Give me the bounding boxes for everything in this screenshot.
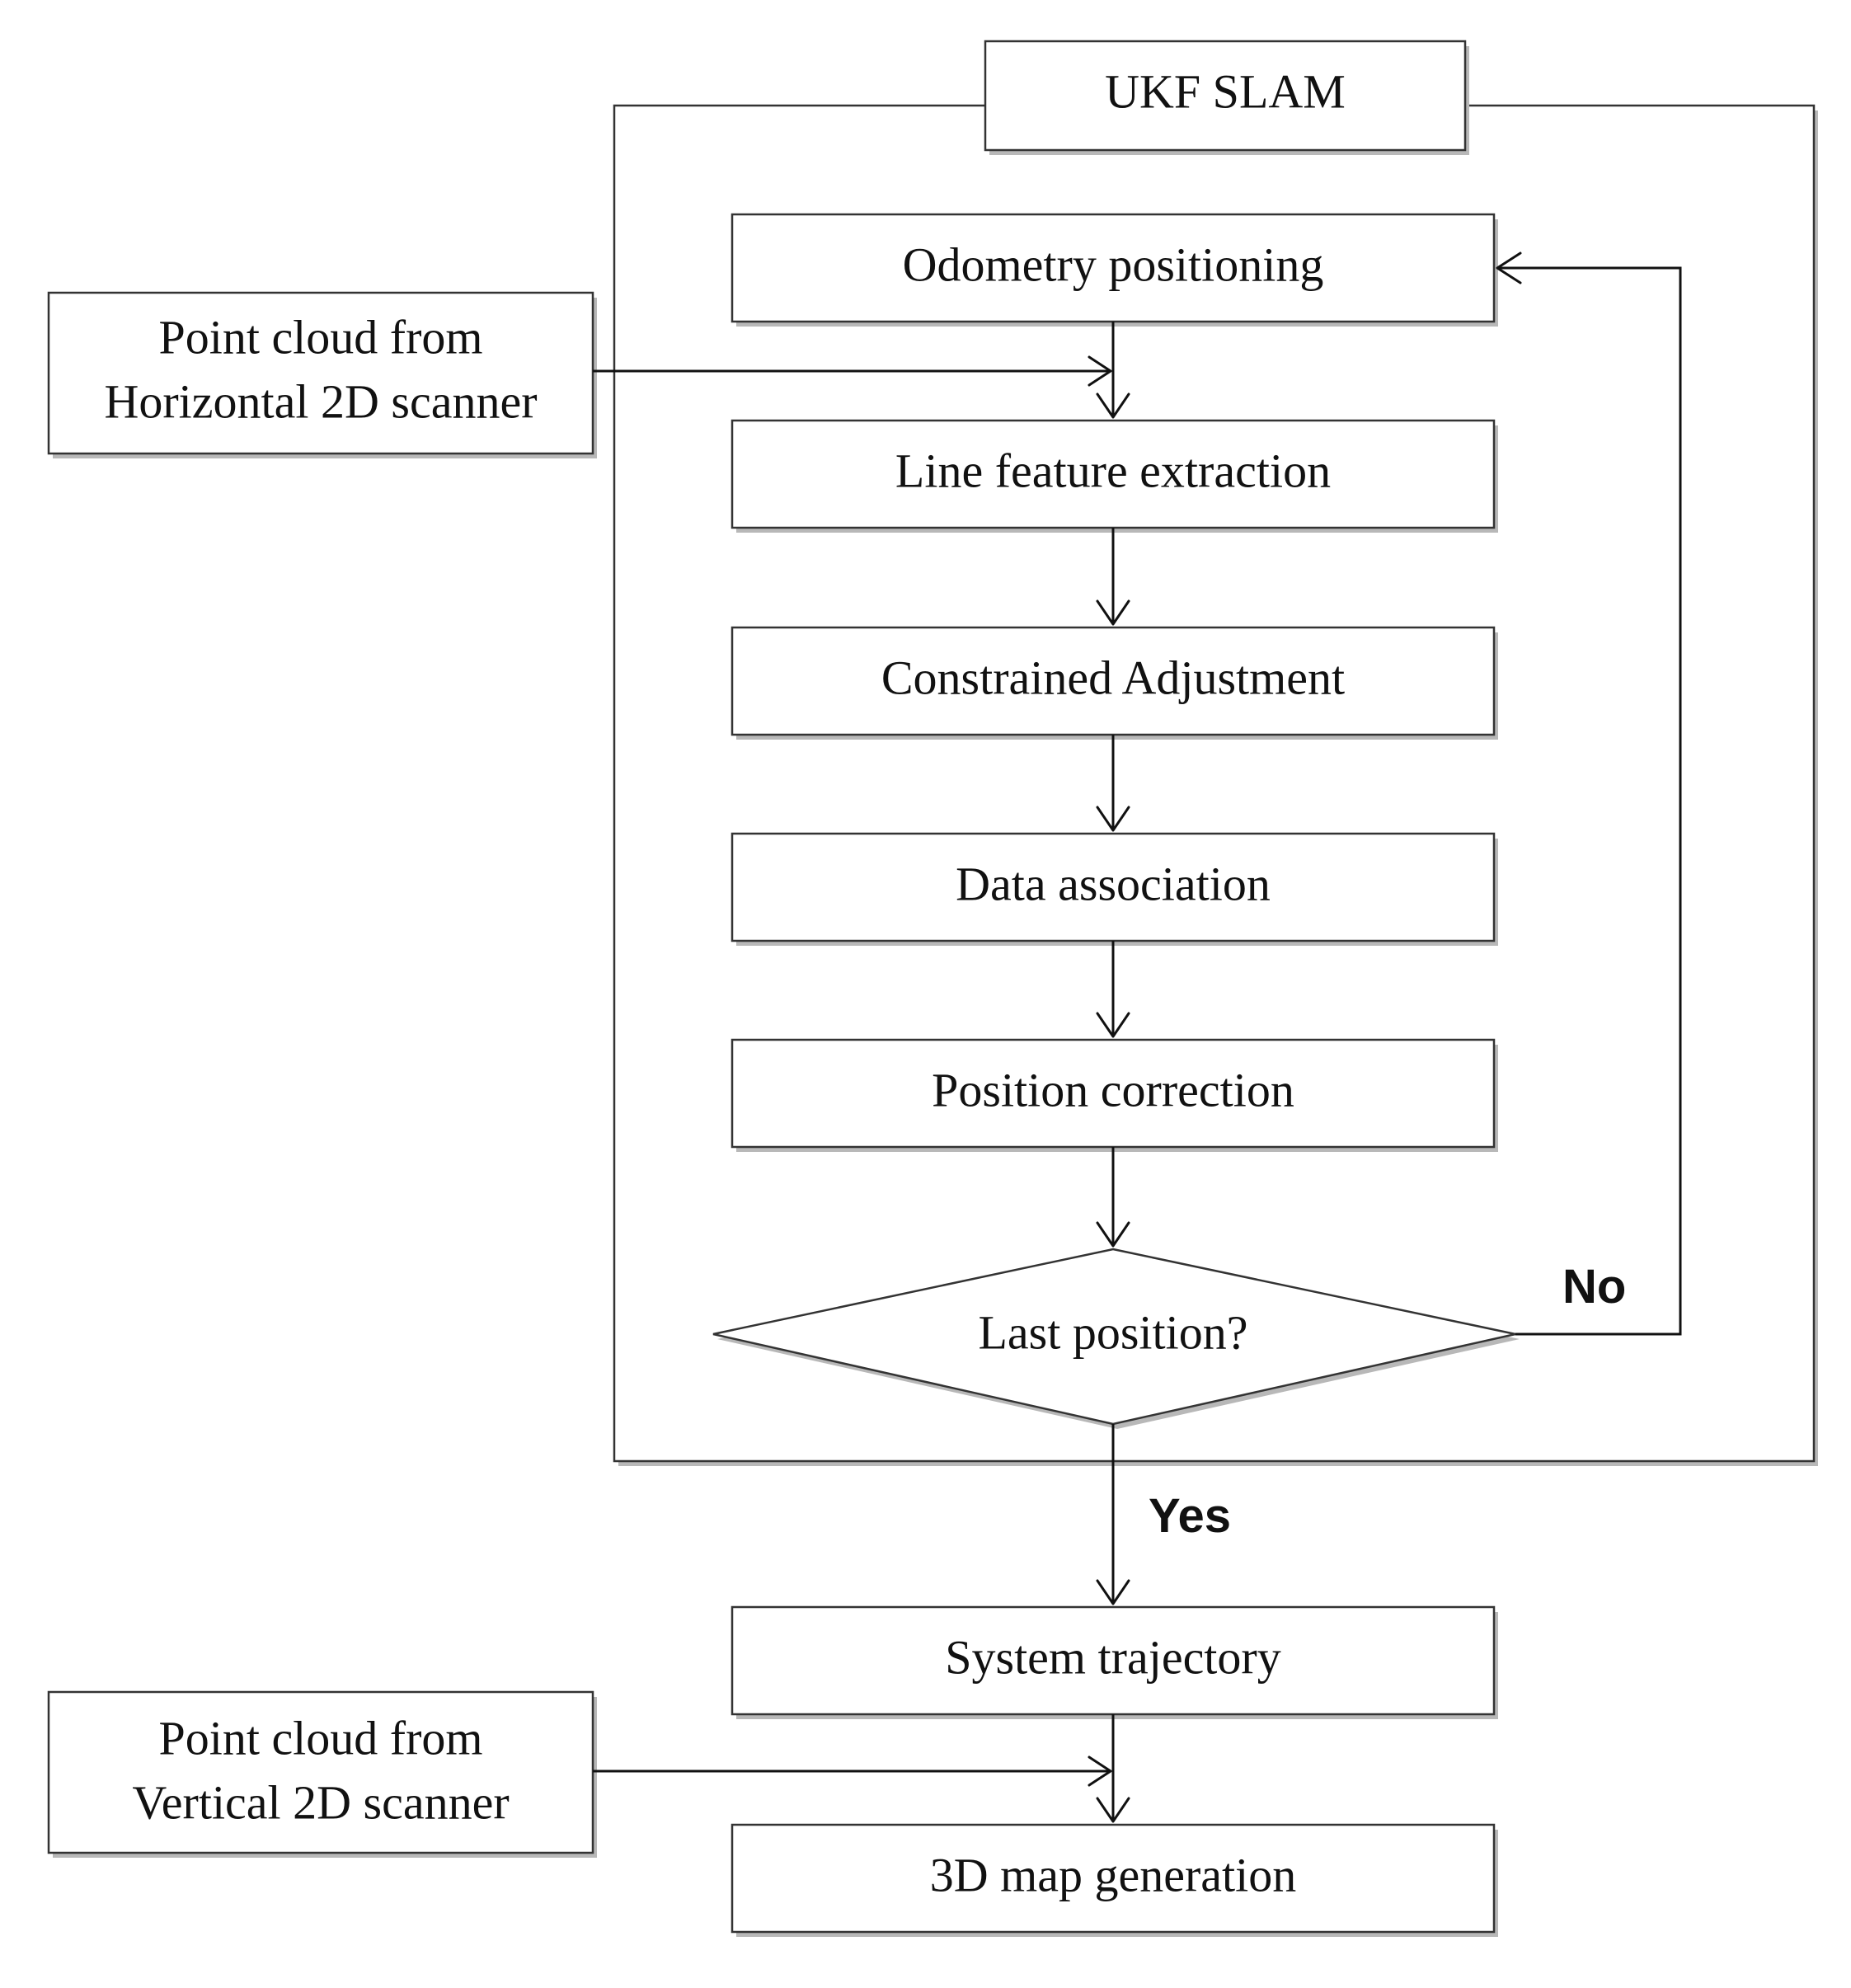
step-map-generation-label: 3D map generation bbox=[930, 1848, 1297, 1901]
flow-arrow-decision-yes bbox=[1096, 1424, 1130, 1605]
ukf-slam-title-box: UKF SLAM bbox=[984, 40, 1469, 155]
ukf-slam-container bbox=[613, 104, 1818, 1466]
step-system-trajectory: System trajectory bbox=[731, 1605, 1498, 1719]
step-odometry-positioning: Odometry positioning bbox=[731, 213, 1498, 327]
vertical-input-line2: Vertical 2D scanner bbox=[132, 1775, 509, 1829]
step-line-feature-extraction: Line feature extraction bbox=[731, 419, 1498, 533]
horizontal-input-line1: Point cloud from bbox=[158, 310, 482, 364]
decision-last-position: Last position? bbox=[712, 1248, 1520, 1429]
vertical-input-line1: Point cloud from bbox=[158, 1711, 482, 1765]
flow-arrow-line-to-constrained bbox=[1096, 528, 1130, 626]
horizontal-input-line2: Horizontal 2D scanner bbox=[104, 374, 537, 428]
step-position-correction: Position correction bbox=[731, 1038, 1498, 1152]
flow-arrow-decision-no-loop bbox=[1496, 251, 1682, 1336]
flow-arrow-odometry-to-line bbox=[1096, 322, 1130, 419]
step-constrained-label: Constrained Adjustment bbox=[881, 651, 1345, 704]
step-constrained-adjustment: Constrained Adjustment bbox=[731, 626, 1498, 740]
flow-arrow-correction-to-decision bbox=[1096, 1147, 1130, 1248]
step-system-trajectory-label: System trajectory bbox=[945, 1630, 1281, 1684]
ukf-slam-title: UKF SLAM bbox=[1105, 64, 1346, 118]
step-position-correction-label: Position correction bbox=[932, 1063, 1294, 1116]
flow-arrow-trajectory-to-map bbox=[1096, 1714, 1130, 1823]
flow-arrow-vertical-input bbox=[593, 1755, 1112, 1787]
vertical-scanner-input-box: Point cloud from Vertical 2D scanner bbox=[47, 1690, 597, 1858]
decision-question-label: Last position? bbox=[978, 1305, 1247, 1359]
flow-arrow-horizontal-input bbox=[593, 355, 1112, 387]
step-line-feature-label: Line feature extraction bbox=[895, 444, 1331, 497]
flow-arrow-data-to-correction bbox=[1096, 941, 1130, 1038]
step-data-association-label: Data association bbox=[956, 857, 1271, 910]
decision-no-label: No bbox=[1562, 1260, 1626, 1314]
decision-yes-label: Yes bbox=[1149, 1489, 1231, 1543]
horizontal-scanner-input-box: Point cloud from Horizontal 2D scanner bbox=[47, 291, 597, 458]
step-3d-map-generation: 3D map generation bbox=[731, 1823, 1498, 1937]
step-odometry-label: Odometry positioning bbox=[903, 237, 1324, 291]
flow-arrow-constrained-to-data bbox=[1096, 735, 1130, 832]
step-data-association: Data association bbox=[731, 832, 1498, 946]
